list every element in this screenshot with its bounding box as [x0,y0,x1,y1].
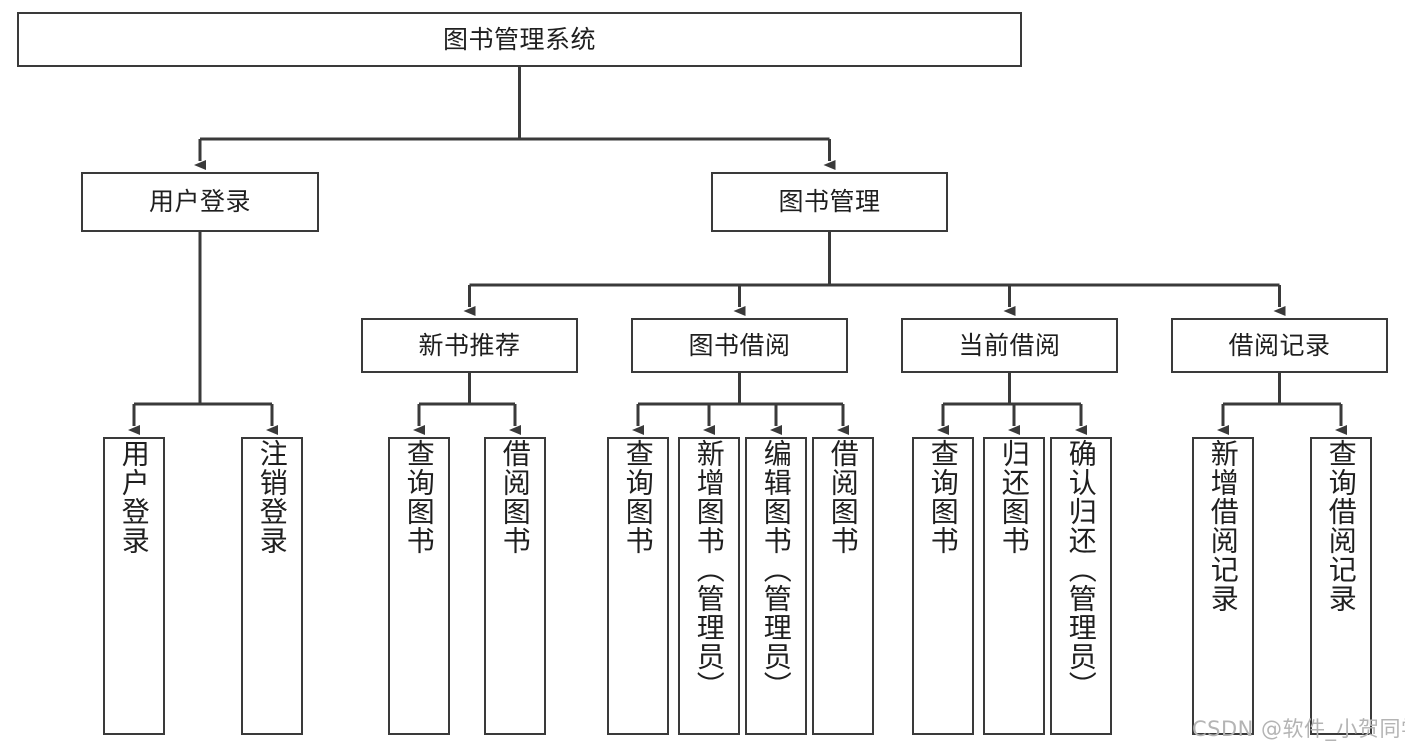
node-label: 借阅图书 [826,439,860,555]
node-label: 图书管理 [778,187,881,217]
node-root-system[interactable]: 图书管理系统 [17,12,1022,67]
node-new-book-recommend[interactable]: 新书推荐 [361,318,578,373]
node-book-management-module[interactable]: 图书管理 [711,172,948,232]
node-leaf-newbook-query[interactable]: 查询图书 [388,437,450,735]
node-leaf-borrow-borrow-book[interactable]: 借阅图书 [812,437,874,735]
node-leaf-current-return[interactable]: 归还图书 [983,437,1045,735]
node-label: 新书推荐 [418,330,521,360]
node-leaf-borrow-edit-book[interactable]: 编辑图书（管理员） [745,437,807,735]
node-leaf-newbook-borrow[interactable]: 借阅图书 [484,437,546,735]
node-leaf-current-query[interactable]: 查询图书 [912,437,974,735]
node-user-login-module[interactable]: 用户登录 [81,172,319,232]
node-label: 新增借阅记录 [1206,439,1240,613]
node-label: 查询图书 [926,439,960,555]
node-leaf-record-query[interactable]: 查询借阅记录 [1310,437,1372,735]
node-label: 用户登录 [148,187,251,217]
node-label: 用户登录 [117,439,151,555]
node-book-borrow[interactable]: 图书借阅 [631,318,848,373]
node-leaf-user-logout[interactable]: 注销登录 [241,437,303,735]
node-leaf-borrow-add-book[interactable]: 新增图书（管理员） [678,437,740,735]
node-label: 编辑图书（管理员） [759,439,793,700]
node-borrow-record[interactable]: 借阅记录 [1171,318,1388,373]
node-leaf-user-login[interactable]: 用户登录 [103,437,165,735]
node-label: 查询图书 [621,439,655,555]
watermark-credit: CSDN @软件_小贺同学 [1192,717,1405,741]
node-leaf-current-confirm-return[interactable]: 确认归还（管理员） [1050,437,1112,735]
node-label: 借阅记录 [1228,330,1331,360]
node-leaf-record-add[interactable]: 新增借阅记录 [1192,437,1254,735]
node-label: 当前借阅 [958,330,1061,360]
node-label: 图书管理系统 [442,24,596,54]
node-label: 注销登录 [255,439,289,555]
node-label: 确认归还（管理员） [1064,439,1098,700]
node-label: 借阅图书 [498,439,532,555]
node-label: 图书借阅 [688,330,791,360]
node-label: 归还图书 [997,439,1031,555]
node-leaf-borrow-query[interactable]: 查询图书 [607,437,669,735]
node-label: 新增图书（管理员） [692,439,726,700]
node-label: 查询借阅记录 [1324,439,1358,613]
node-current-borrow[interactable]: 当前借阅 [901,318,1118,373]
node-label: 查询图书 [402,439,436,555]
